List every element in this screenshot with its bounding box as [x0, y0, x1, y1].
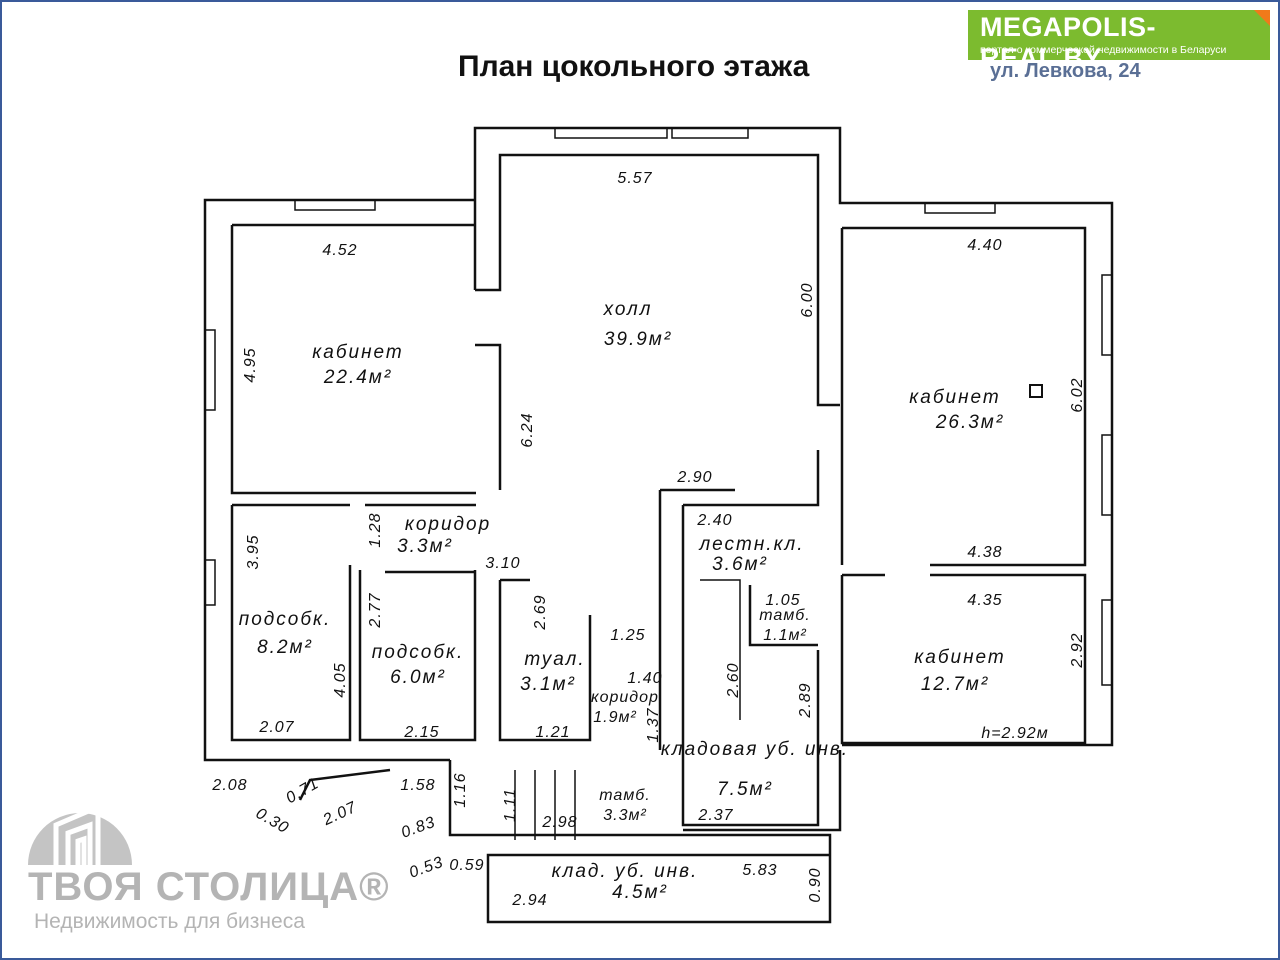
room-name: кабинет — [909, 387, 1000, 408]
dimension: 2.94 — [511, 892, 547, 909]
dimension: 2.15 — [403, 724, 439, 741]
dimension: 2.07 — [320, 799, 360, 830]
room-name: подсобк. — [239, 609, 332, 630]
dimension: 1.58 — [400, 777, 435, 794]
walls — [203, 126, 1114, 924]
room-area: 3.3м² — [603, 807, 647, 824]
room-area: 1.1м² — [763, 627, 807, 644]
brand-tagline: портал о коммерческой недвижимости в Бел… — [980, 44, 1227, 56]
dimension: 2.40 — [696, 512, 732, 529]
room-area: 6.0м² — [390, 667, 446, 688]
watermark-tagline: Недвижимость для бизнеса — [34, 910, 305, 933]
room-name: клад. уб. инв. — [552, 861, 699, 882]
room-area: 4.5м² — [612, 882, 668, 903]
dimension: 2.92 — [1069, 632, 1086, 668]
room-area: 22.4м² — [323, 367, 392, 388]
brand-logo[interactable]: MEGAPOLIS-REAL.BY портал о коммерческой … — [968, 10, 1270, 73]
dimension: 4.35 — [967, 592, 1002, 609]
dimension: 4.95 — [242, 347, 259, 382]
dimension: 2.77 — [367, 592, 384, 628]
dimension: 0.30 — [253, 805, 292, 837]
room-name: холл — [603, 299, 653, 320]
dimension: 2.37 — [697, 807, 733, 824]
dimension: 4.05 — [332, 662, 349, 697]
dimension: 0.53 — [407, 854, 446, 882]
room-name: тамб. — [599, 787, 650, 804]
room-area: 3.3м² — [397, 536, 453, 557]
dimension: 3.95 — [245, 534, 262, 569]
building-logo-icon — [28, 803, 132, 865]
dimension: 2.60 — [725, 662, 742, 698]
dimension: 6.02 — [1069, 377, 1086, 412]
room-area: 39.9м² — [604, 329, 672, 350]
dimension: 1.37 — [645, 707, 662, 742]
dimension: 1.11 — [502, 788, 519, 822]
windows — [204, 127, 1113, 686]
dimension: 0.71 — [283, 775, 322, 807]
dimension: 1.16 — [452, 772, 469, 807]
dimension: 1.21 — [535, 724, 570, 741]
dimension: 1.25 — [610, 627, 645, 644]
address: ул. Левкова, 24 — [990, 60, 1141, 82]
dimension: 2.89 — [797, 682, 814, 718]
brand-name: MEGAPOLIS-REAL.BY — [980, 12, 1157, 73]
dimension: 2.07 — [258, 719, 294, 736]
dimension: 3.10 — [485, 555, 520, 572]
room-area: 26.3м² — [935, 412, 1004, 433]
room-name: тамб. — [759, 607, 810, 624]
room-area: 3.1м² — [520, 674, 576, 695]
dimension: 1.40 — [627, 670, 662, 687]
dimension: 5.83 — [742, 862, 777, 879]
dimension: 0.90 — [807, 867, 824, 902]
room-name: кладовая уб. инв. — [661, 739, 849, 760]
dimension: 1.28 — [367, 512, 384, 547]
room-name: подсобк. — [372, 642, 465, 663]
room-name: коридор — [591, 689, 659, 706]
dimension: 5.57 — [617, 170, 652, 187]
room-name: кабинет — [312, 342, 403, 363]
ceiling-height: h=2.92м — [981, 725, 1048, 742]
dimension: 2.90 — [676, 469, 712, 486]
watermark-name: ТВОЯ СТОЛИЦА® — [28, 865, 390, 909]
room-name: лестн.кл. — [698, 534, 804, 555]
corner-fold-icon — [1254, 10, 1270, 26]
dimension: 4.40 — [967, 237, 1002, 254]
dimension: 0.83 — [399, 814, 438, 842]
dimensions: 5.57 4.52 4.95 4.40 6.00 6.02 6.24 2.90 … — [211, 170, 1086, 909]
room-area: 8.2м² — [257, 637, 313, 658]
room-name: кабинет — [914, 647, 1005, 668]
room-name: туал. — [524, 649, 585, 670]
room-area: 7.5м² — [717, 779, 773, 800]
dimension: 6.24 — [519, 412, 536, 447]
dimension: 1.05 — [765, 592, 800, 609]
dimension: 4.52 — [322, 242, 357, 259]
room-labels: кабинет 22.4м² холл 39.9м² кабинет 26.3м… — [239, 299, 1005, 903]
dimension: 2.69 — [532, 594, 549, 630]
dimension: 0.59 — [449, 857, 484, 874]
dimension: 2.08 — [211, 777, 247, 794]
dimension: 2.98 — [541, 814, 577, 831]
room-area: 1.9м² — [593, 709, 637, 726]
room-area: 3.6м² — [712, 554, 768, 575]
room-area: 12.7м² — [921, 674, 989, 695]
dimension: 4.38 — [967, 544, 1002, 561]
dimension: 6.00 — [799, 282, 816, 317]
page-title: План цокольного этажа — [458, 50, 810, 83]
room-name: коридор — [405, 514, 491, 535]
